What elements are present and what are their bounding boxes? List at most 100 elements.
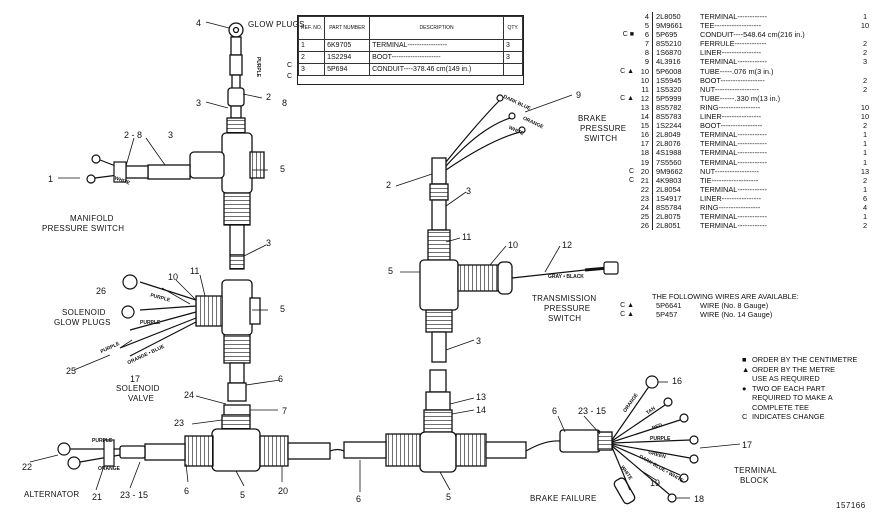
legend-item: COMPLETE TEE: [742, 403, 857, 413]
change-mark: C ■: [622, 31, 634, 39]
row-qty: 1: [862, 148, 868, 158]
row-part: 9M9661: [656, 21, 683, 31]
row-desc: TERMINAL------------: [700, 221, 767, 231]
callout-block: BLOCK: [740, 476, 769, 485]
row-qty: 10: [860, 21, 870, 31]
legend-text: REQUIRED TO MAKE A: [752, 393, 833, 402]
row-part: 2L8076: [656, 139, 681, 149]
row-ref: 5: [644, 21, 649, 31]
row-part: 6K9705: [324, 39, 371, 52]
row-qty: [503, 63, 523, 76]
legend-symbol: ■: [742, 355, 747, 364]
row-qty: 2: [862, 48, 868, 58]
ref-23-15-b: 23 - 15: [578, 406, 607, 416]
row-desc: TERMINAL------------: [700, 157, 767, 167]
callout-brake-pressure: PRESSURE: [580, 124, 627, 133]
ref-11: 11: [190, 266, 200, 276]
row-qty: 4: [862, 202, 868, 212]
legend-item: REQUIRED TO MAKE A: [742, 393, 857, 403]
row-ref: 18: [640, 148, 649, 158]
legend-item: ■ORDER BY THE CENTIMETRE: [742, 355, 857, 365]
row-desc: CONDUIT----548.64 cm(216 in.): [700, 30, 805, 40]
row-desc: BOOT------------------: [700, 75, 765, 85]
header-ref: REF. NO.: [297, 16, 326, 40]
ref-22: 22: [22, 462, 33, 472]
row-desc: TERMINAL------------: [700, 130, 767, 140]
ref-5-b: 5: [280, 304, 286, 314]
ref-6-b: 6: [184, 486, 190, 496]
callout-solenoid: SOLENOID: [62, 308, 106, 317]
row-ref: 14: [640, 112, 649, 122]
legend-text: USE AS REQUIRED: [752, 374, 820, 383]
row-qty: 1: [862, 130, 868, 140]
legend: ■ORDER BY THE CENTIMETRE▲ORDER BY THE ME…: [742, 355, 857, 422]
row-ref: 21: [640, 175, 649, 185]
row-qty: 2: [862, 75, 868, 85]
row-part: 5P6641: [656, 301, 682, 310]
row-ref: 12: [640, 93, 649, 103]
row-ref: 20: [640, 166, 649, 176]
row-desc: LINER----------------: [700, 48, 762, 58]
row-ref: 6: [644, 30, 649, 40]
row-desc: FERRULE-------------: [700, 39, 767, 49]
row-part: 5P6008: [656, 66, 682, 76]
row-desc: NUT------------------: [700, 84, 760, 94]
legend-text: COMPLETE TEE: [752, 402, 809, 412]
row-ref: 1: [297, 39, 326, 52]
row-part: 8S5210: [656, 39, 682, 49]
ref-10-b: 10: [508, 240, 519, 250]
ref-20: 20: [278, 486, 289, 496]
row-ref: 8: [644, 48, 649, 58]
row-desc: CONDUIT----378.46 cm(149 in.): [369, 63, 504, 76]
header-qty: QTY.: [503, 16, 523, 40]
row-part: 1S2294: [324, 51, 371, 64]
change-mark: C: [287, 62, 293, 69]
ref-1: 1: [48, 174, 54, 184]
row-qty: 3: [862, 57, 868, 67]
row-part: 2L8051: [656, 221, 681, 231]
ref-5-e: 5: [446, 492, 452, 502]
row-desc: RING-----------------: [700, 202, 761, 212]
row-qty: 1: [862, 139, 868, 149]
row-ref: 23: [640, 193, 649, 203]
callout-solenoid-valve-2: VALVE: [128, 394, 155, 403]
ref-25: 25: [66, 366, 77, 376]
row-part: 8S5784: [656, 202, 682, 212]
row-desc: LINER----------------: [700, 193, 762, 203]
row-desc: BOOT---------------------: [369, 51, 504, 64]
ref-6-d: 6: [356, 494, 362, 504]
legend-symbol: ▲: [742, 364, 750, 374]
row-part: 2L8050: [656, 12, 681, 21]
legend-text: TWO OF EACH PART: [752, 383, 826, 393]
ref-7: 7: [282, 406, 288, 416]
row-desc: LINER----------------: [700, 112, 762, 122]
ref-17: 17: [130, 374, 141, 384]
row-desc: TERMINAL-----------------: [369, 39, 504, 52]
ref-10: 10: [168, 272, 179, 282]
row-ref: 22: [640, 184, 649, 194]
table-header-row: REF. NO. PART NUMBER DESCRIPTION QTY.: [297, 16, 523, 40]
wire-label-gray-black: GRAY • BLACK: [548, 274, 584, 280]
row-ref: 16: [640, 130, 649, 140]
ref-5-d: 5: [388, 266, 394, 276]
row-ref: 19: [640, 157, 649, 167]
callout-alternator: ALTERNATOR: [24, 490, 80, 499]
row-desc: TERMINAL------------: [700, 148, 767, 158]
tee-fitting: [221, 132, 253, 194]
